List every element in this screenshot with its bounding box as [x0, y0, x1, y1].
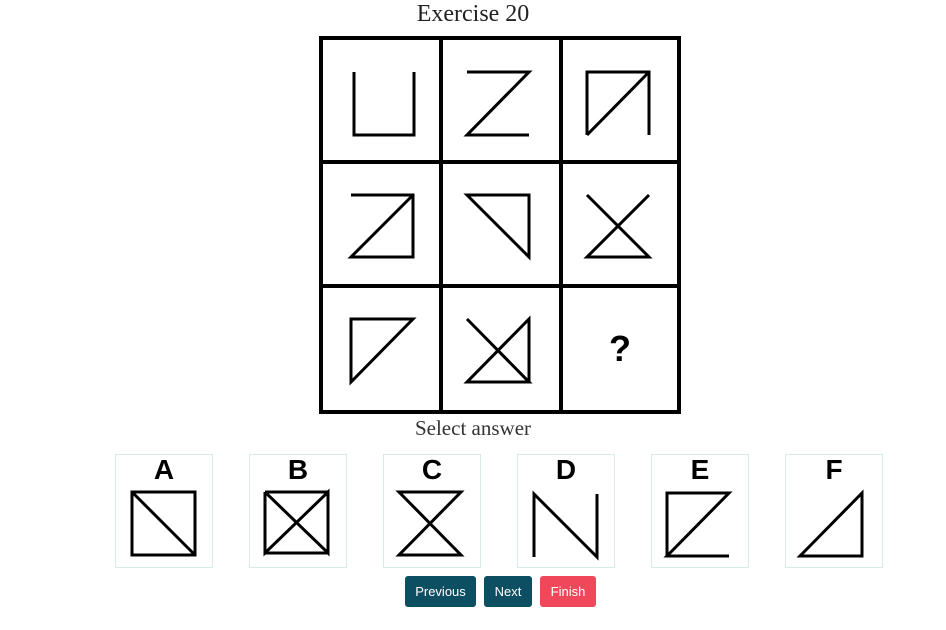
n-shape-figure — [532, 490, 599, 561]
option-d[interactable]: D — [517, 454, 615, 568]
puzzle-cell-r2c2 — [443, 164, 559, 284]
u-shape-figure — [352, 72, 416, 137]
puzzle-cell-r1c1 — [323, 40, 439, 160]
hourglass-figure — [583, 193, 653, 259]
option-letter: B — [287, 454, 309, 485]
triangle-right-figure — [463, 193, 531, 261]
puzzle-cell-r1c2 — [443, 40, 559, 160]
option-b[interactable]: B — [249, 454, 347, 568]
puzzle-cell-r3c2 — [443, 288, 559, 410]
puzzle-cell-r1c3 — [563, 40, 677, 160]
puzzle-cell-r2c1 — [323, 164, 439, 284]
z-shape-figure — [463, 70, 533, 137]
option-a[interactable]: A — [115, 454, 213, 568]
option-letter: D — [555, 454, 577, 485]
option-letter: C — [421, 454, 443, 485]
hourglass-figure — [395, 490, 465, 557]
option-e[interactable]: E — [651, 454, 749, 568]
right-triangle-figure — [796, 489, 864, 558]
triangle-z-figure — [663, 491, 733, 558]
finish-button[interactable]: Finish — [540, 576, 596, 607]
square-diagonal-figure — [130, 490, 197, 557]
page-title: Exercise 20 — [416, 1, 530, 27]
square-x-figure — [263, 488, 330, 557]
right-triangle-top-figure — [347, 193, 415, 259]
crossed-triangle-figure — [463, 315, 533, 384]
puzzle-cell-r3c1 — [323, 288, 439, 410]
option-letter: A — [153, 454, 175, 485]
option-letter: F — [825, 454, 843, 485]
previous-button[interactable]: Previous — [405, 576, 476, 607]
question-mark: ? — [609, 328, 631, 369]
select-answer-label: Select answer — [414, 416, 532, 440]
next-button[interactable]: Next — [484, 576, 532, 607]
puzzle-cell-r2c3 — [563, 164, 677, 284]
puzzle-grid: ? — [319, 36, 681, 414]
option-letter: E — [690, 454, 710, 485]
puzzle-cell-missing: ? — [563, 288, 677, 410]
option-f[interactable]: F — [785, 454, 883, 568]
triangle-diagonal-figure — [585, 70, 651, 137]
flag-triangle-figure — [349, 317, 417, 386]
option-c[interactable]: C — [383, 454, 481, 568]
